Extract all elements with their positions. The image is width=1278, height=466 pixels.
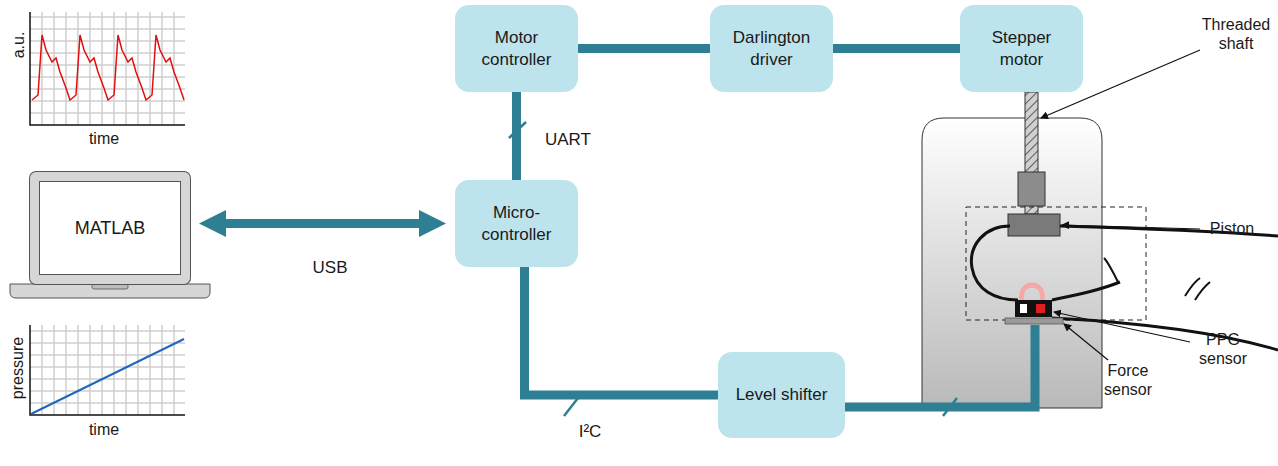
leader-line (1062, 225, 1200, 229)
laptop-screen: MATLAB (30, 172, 190, 284)
signal-chart (30, 12, 185, 125)
finger-crease (1104, 258, 1118, 282)
process-box: Darlington driver (710, 5, 833, 92)
dashed-region (966, 207, 1146, 320)
laptop-notch (92, 284, 128, 289)
piston (1008, 214, 1060, 236)
connector (833, 44, 960, 53)
connector (525, 267, 719, 395)
part-label: Piston (1210, 219, 1254, 238)
finger-outline (1052, 282, 1120, 300)
bus-wire (845, 325, 1035, 407)
node-text: Darlington driver (718, 27, 825, 70)
shaft-nut (1018, 172, 1045, 206)
node-text: Motor controller (463, 27, 570, 70)
bus-label: USB (313, 258, 348, 278)
leader-line (1064, 324, 1108, 360)
bus-slash (564, 398, 578, 416)
axis-label: a.u. (9, 32, 28, 59)
connector (226, 219, 419, 228)
ppg-led (1036, 304, 1045, 313)
process-box: Motor controller (455, 5, 578, 92)
connector (512, 92, 521, 180)
ppg-sensor (1015, 300, 1052, 317)
bus-label: I²C (579, 422, 602, 442)
node-text: Level shifter (736, 384, 828, 405)
bus-label: UART (545, 130, 591, 150)
connector (578, 44, 710, 53)
part-label: Force sensor (1097, 361, 1159, 399)
part-label: Threaded shaft (1199, 15, 1273, 53)
finger-outline (1052, 318, 1278, 350)
leader-line (1054, 312, 1190, 342)
finger-outline (971, 226, 1018, 300)
axis-label: time (89, 129, 119, 148)
axis-label: time (89, 420, 119, 439)
process-box: Level shifter (718, 352, 845, 438)
pulse-loop (1022, 285, 1043, 300)
finger-crease (1185, 278, 1210, 300)
process-box: Micro-controller (455, 180, 578, 267)
bus-slash (943, 398, 957, 416)
pressure-chart (30, 325, 185, 415)
node-text: MATLAB (75, 218, 146, 239)
node-text: Micro-controller (463, 202, 570, 245)
axis-label: pressure (8, 337, 27, 399)
node-text: Stepper motor (968, 27, 1075, 70)
part-label: PPG sensor (1192, 330, 1254, 368)
force-sensor (1005, 318, 1063, 324)
laptop-base (10, 284, 210, 298)
process-box: Stepper motor (960, 5, 1083, 92)
housing (922, 118, 1102, 408)
ppg-window (1020, 304, 1027, 313)
